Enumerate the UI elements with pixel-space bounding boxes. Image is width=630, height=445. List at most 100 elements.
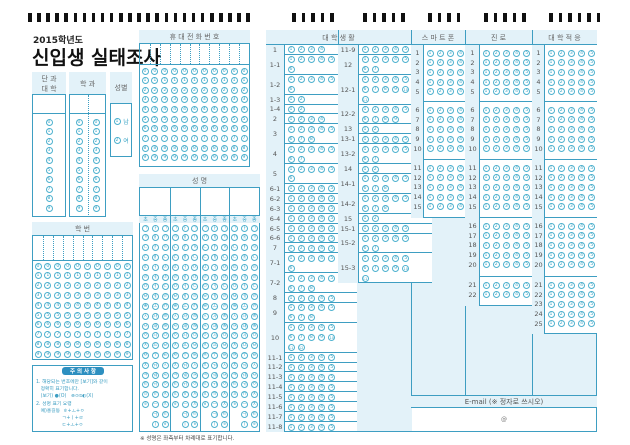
name-bubble[interactable]: ㄺ bbox=[161, 302, 169, 310]
answer-bubble[interactable]: 1 bbox=[482, 88, 490, 96]
college-bubble[interactable]: 8 bbox=[45, 195, 53, 203]
name-bubble[interactable]: ㅞ bbox=[151, 371, 159, 379]
answer-bubble[interactable]: 4 bbox=[457, 203, 465, 211]
answer-bubble[interactable]: 1 bbox=[287, 324, 295, 332]
name-bubble[interactable]: ㄴ bbox=[201, 244, 209, 252]
student-id-bubble[interactable]: 9 bbox=[64, 350, 72, 358]
answer-bubble[interactable]: 3 bbox=[307, 185, 315, 193]
name-bubble[interactable]: ㅆ bbox=[171, 322, 179, 330]
answer-bubble[interactable]: 4 bbox=[457, 106, 465, 114]
answer-bubble[interactable]: 4 bbox=[318, 115, 326, 123]
name-bubble[interactable]: ㅁ bbox=[221, 332, 229, 340]
name-bubble[interactable]: ㄻ bbox=[250, 312, 258, 320]
phone-bubble[interactable]: 9 bbox=[171, 154, 179, 162]
answer-bubble[interactable]: 2 bbox=[297, 96, 305, 104]
department-bubble[interactable]: 0 bbox=[92, 118, 100, 126]
answer-bubble[interactable]: 2 bbox=[297, 145, 305, 153]
name-bubble[interactable]: ㄲ bbox=[161, 234, 169, 242]
name-bubble[interactable]: ㅘ bbox=[181, 312, 189, 320]
answer-bubble[interactable]: 2 bbox=[557, 193, 565, 201]
name-bubble[interactable]: ㄵ bbox=[161, 263, 169, 271]
name-bubble[interactable]: ㅊ bbox=[231, 361, 239, 369]
student-id-bubble[interactable]: 6 bbox=[54, 321, 62, 329]
answer-bubble[interactable]: 3 bbox=[307, 56, 315, 64]
name-bubble[interactable]: ㅢ bbox=[241, 410, 249, 418]
answer-bubble[interactable]: 4 bbox=[392, 225, 400, 233]
answer-bubble[interactable]: 4 bbox=[318, 294, 326, 302]
answer-bubble[interactable]: 1 bbox=[287, 254, 295, 262]
name-bubble[interactable]: ㅂ bbox=[221, 342, 229, 350]
name-bubble[interactable]: ㅉ bbox=[201, 351, 209, 359]
name-bubble[interactable]: ㅇ bbox=[250, 381, 258, 389]
answer-bubble[interactable]: 2 bbox=[436, 125, 444, 133]
answer-bubble[interactable]: 2 bbox=[371, 46, 379, 54]
phone-bubble[interactable]: 2 bbox=[151, 86, 159, 94]
answer-bubble[interactable]: 2 bbox=[297, 354, 305, 362]
answer-bubble[interactable]: 5 bbox=[402, 225, 410, 233]
gender-bubble-male[interactable]: 1 bbox=[113, 117, 121, 125]
department-bubble[interactable]: 0 bbox=[75, 118, 83, 126]
answer-bubble[interactable]: 5 bbox=[328, 76, 336, 84]
phone-bubble[interactable]: 1 bbox=[161, 77, 169, 85]
phone-bubble[interactable]: 0 bbox=[220, 67, 228, 75]
name-bubble[interactable]: ㅠ bbox=[211, 391, 219, 399]
answer-bubble[interactable]: 3 bbox=[307, 215, 315, 223]
answer-bubble[interactable]: 4 bbox=[578, 88, 586, 96]
answer-bubble[interactable]: 5 bbox=[523, 203, 531, 211]
phone-bubble[interactable]: 6 bbox=[151, 125, 159, 133]
answer-bubble[interactable]: 3 bbox=[307, 125, 315, 133]
phone-bubble[interactable]: 8 bbox=[141, 144, 149, 152]
answer-bubble[interactable]: 5 bbox=[402, 175, 410, 183]
answer-bubble[interactable]: 11 bbox=[361, 274, 369, 282]
answer-bubble[interactable]: 5 bbox=[523, 261, 531, 269]
name-bubble[interactable]: ㄹ bbox=[201, 273, 209, 281]
name-bubble[interactable]: ㅓ bbox=[211, 263, 219, 271]
student-id-bubble[interactable]: 8 bbox=[54, 340, 62, 348]
answer-bubble[interactable]: 4 bbox=[578, 116, 586, 124]
answer-bubble[interactable]: 4 bbox=[578, 68, 586, 76]
answer-bubble[interactable]: 5 bbox=[523, 291, 531, 299]
answer-bubble[interactable]: 2 bbox=[557, 203, 565, 211]
answer-bubble[interactable]: 1 bbox=[361, 195, 369, 203]
phone-bubble[interactable]: 8 bbox=[220, 144, 228, 152]
student-id-bubble[interactable]: 5 bbox=[64, 311, 72, 319]
answer-bubble[interactable]: 5 bbox=[523, 145, 531, 153]
name-bubble[interactable]: ㅈ bbox=[250, 391, 258, 399]
answer-bubble[interactable]: 3 bbox=[567, 135, 575, 143]
name-bubble[interactable]: ㅈ bbox=[142, 342, 149, 350]
answer-bubble[interactable]: 2 bbox=[297, 304, 305, 312]
college-bubble[interactable]: 1 bbox=[45, 128, 53, 136]
answer-bubble[interactable]: 6 bbox=[361, 155, 369, 163]
answer-bubble[interactable]: 3 bbox=[381, 175, 389, 183]
name-bubble[interactable]: ㄲ bbox=[142, 234, 149, 242]
answer-bubble[interactable]: 1 bbox=[482, 125, 490, 133]
student-id-bubble[interactable]: 8 bbox=[74, 340, 82, 348]
answer-bubble[interactable]: 2 bbox=[436, 88, 444, 96]
name-bubble[interactable]: ㅆ bbox=[221, 371, 229, 379]
answer-bubble[interactable]: 4 bbox=[318, 76, 326, 84]
name-bubble[interactable]: ㅐ bbox=[211, 234, 219, 242]
name-bubble[interactable]: ㄳ bbox=[191, 244, 199, 252]
phone-bubble[interactable]: 3 bbox=[171, 96, 179, 104]
answer-bubble[interactable]: 5 bbox=[523, 164, 531, 172]
phone-bubble[interactable]: 3 bbox=[240, 96, 248, 104]
name-bubble[interactable]: ㄴ bbox=[250, 253, 258, 261]
answer-bubble[interactable]: 6 bbox=[287, 264, 295, 272]
name-bubble[interactable]: ㅗ bbox=[151, 302, 159, 310]
phone-bubble[interactable]: 8 bbox=[171, 144, 179, 152]
student-id-bubble[interactable]: 9 bbox=[123, 350, 131, 358]
name-bubble[interactable]: ㄷ bbox=[250, 283, 258, 291]
name-bubble[interactable]: ㄱ bbox=[221, 224, 229, 232]
name-bubble[interactable]: ㄲ bbox=[231, 234, 239, 242]
name-bubble[interactable]: ㅐ bbox=[241, 234, 249, 242]
name-bubble[interactable]: ㄼ bbox=[161, 322, 169, 330]
answer-bubble[interactable]: 4 bbox=[513, 174, 521, 182]
phone-bubble[interactable]: 3 bbox=[181, 96, 189, 104]
phone-bubble[interactable]: 9 bbox=[220, 154, 228, 162]
name-bubble[interactable]: ㅈ bbox=[221, 391, 229, 399]
answer-bubble[interactable]: 1 bbox=[547, 291, 555, 299]
name-bubble[interactable]: ㅁ bbox=[201, 283, 209, 291]
answer-bubble[interactable]: 1 bbox=[547, 183, 555, 191]
email-input[interactable]: @ bbox=[412, 408, 596, 431]
name-bubble[interactable]: ㅅ bbox=[201, 312, 209, 320]
